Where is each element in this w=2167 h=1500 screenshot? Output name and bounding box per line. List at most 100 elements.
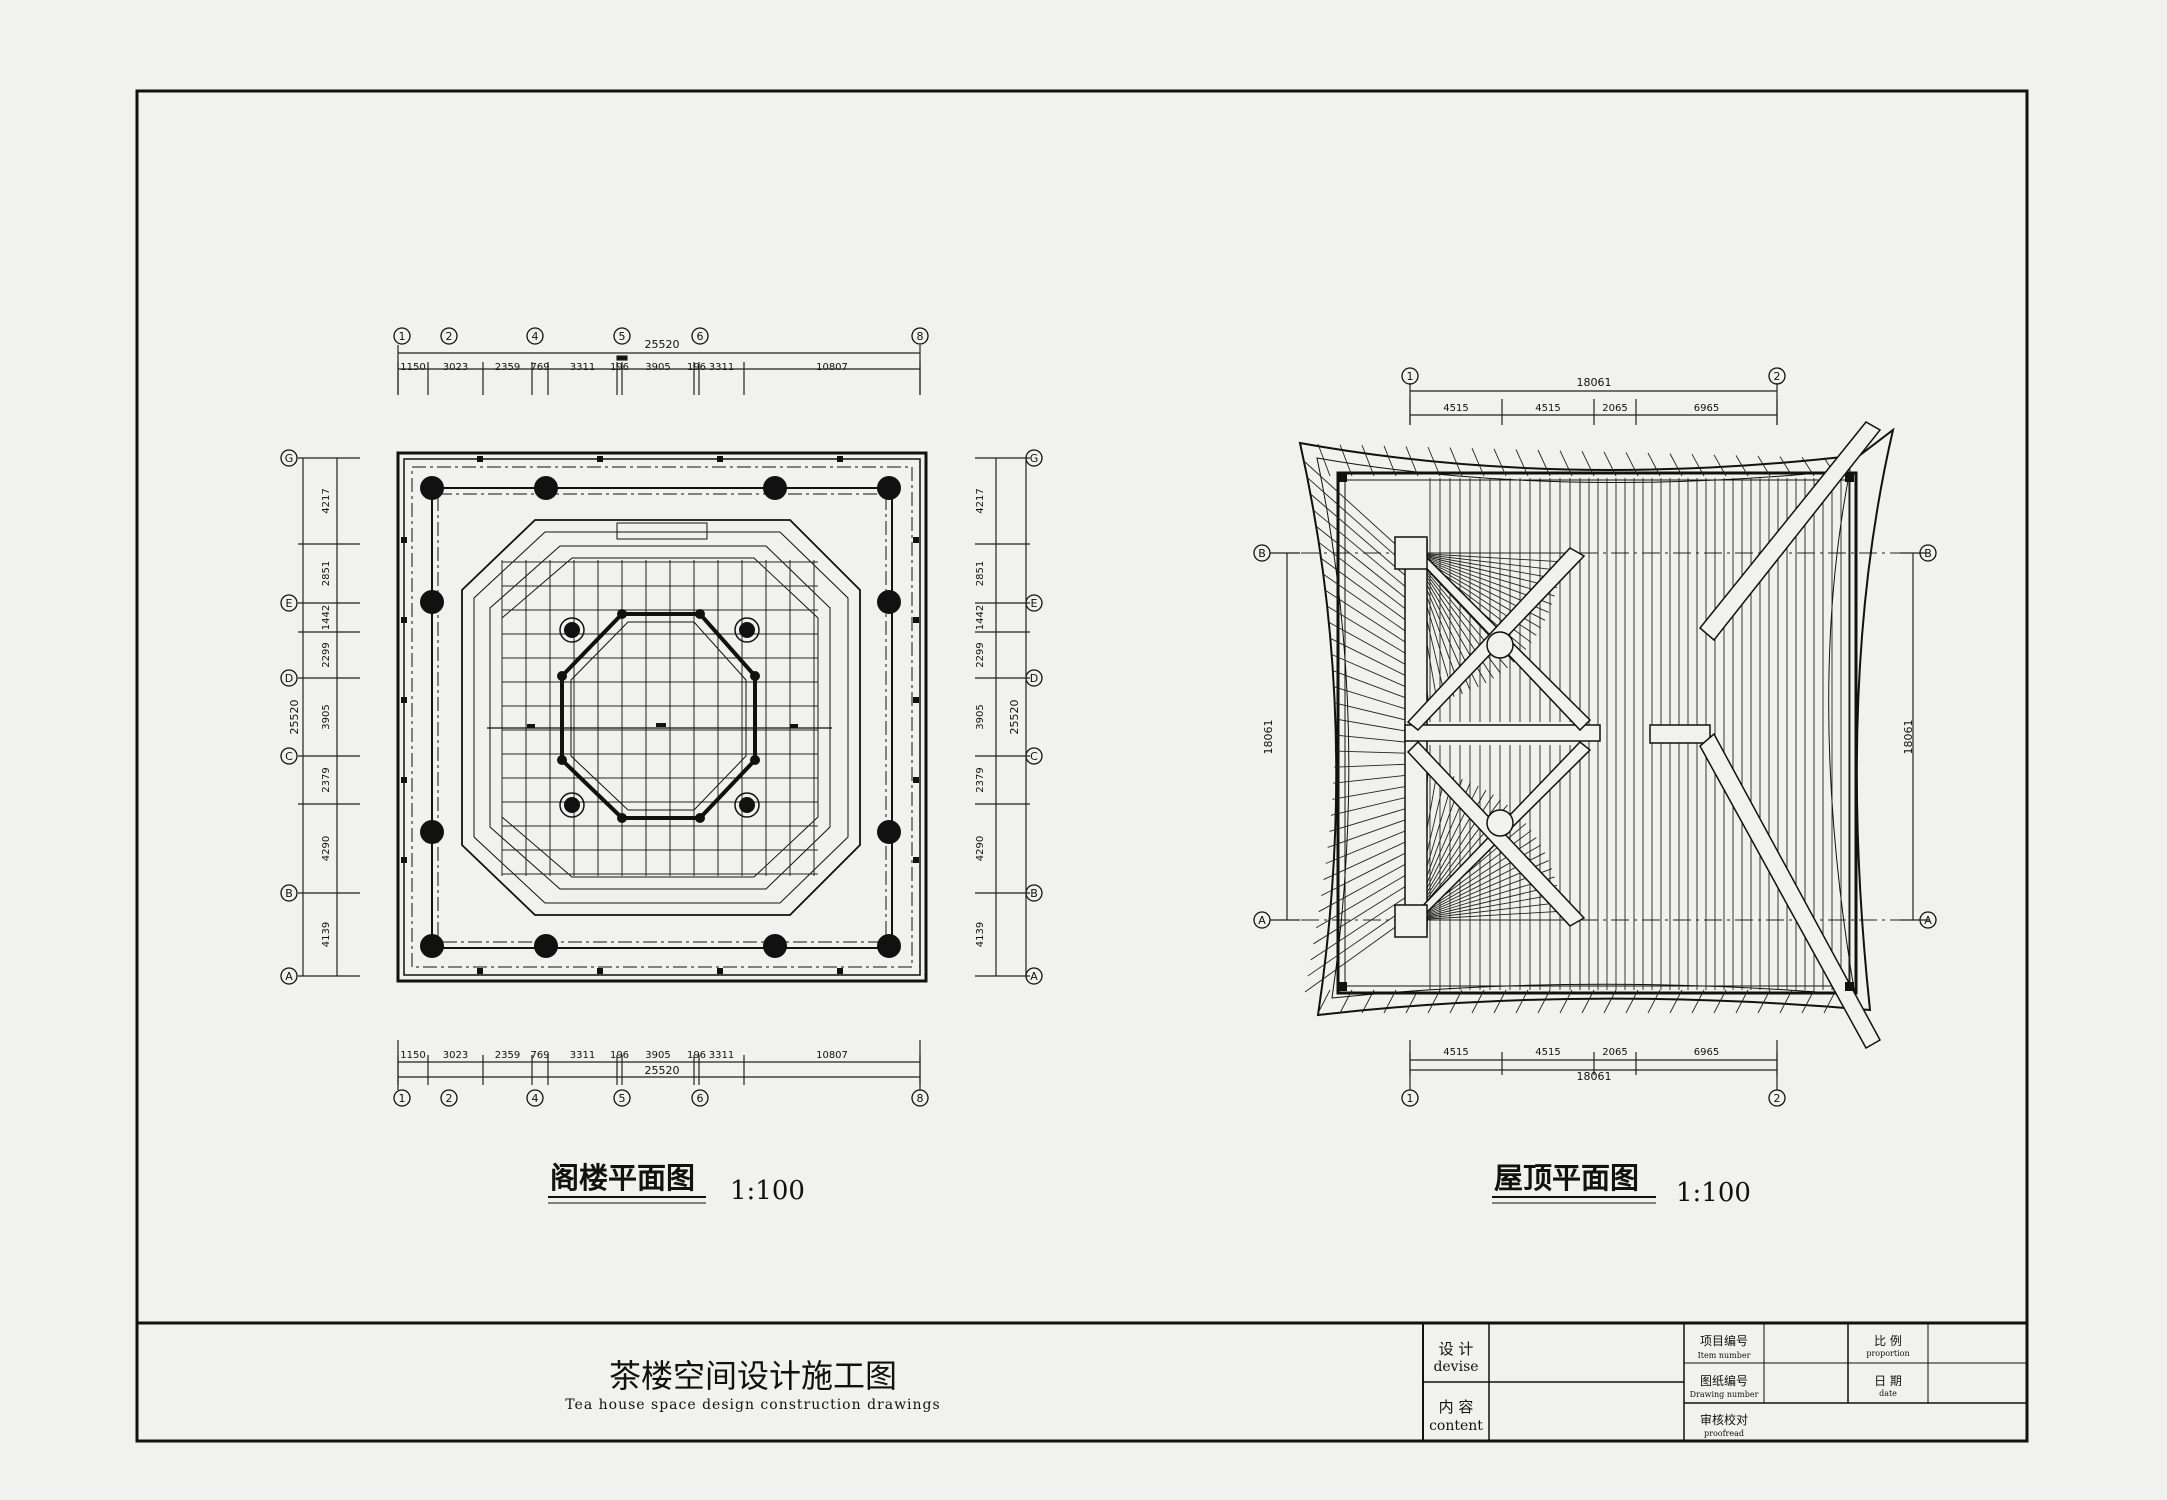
roof-dim-bottom: 4515 [1443,1047,1468,1058]
svg-text:D: D [285,672,293,685]
roof-eave-outline [1298,427,1895,1017]
attic-dim-right: 3905 [975,704,986,729]
attic-total-width-bottom: 25520 [645,1064,680,1077]
attic-axis-col-bottom: 8 [911,1089,929,1107]
svg-text:1: 1 [1407,1092,1414,1105]
proofread-label-en: proofread [1704,1429,1744,1438]
roof-dim-top: 4515 [1535,403,1560,414]
svg-text:G: G [285,452,294,465]
attic-dim-bottom: 2359 [495,1050,520,1061]
attic-axis-col-bottom: 4 [526,1089,544,1107]
attic-wall-post [913,697,919,703]
attic-column-ring [559,792,585,818]
project-title-cn: 茶楼空间设计施工图 [609,1357,897,1395]
sheet-border [135,89,2029,1443]
attic-column [877,820,901,844]
svg-text:2: 2 [1774,370,1781,383]
attic-octagon-node [695,609,705,619]
attic-dim-left: 1442 [321,605,332,630]
svg-text:2: 2 [1774,1092,1781,1105]
attic-axis-col-top: 4 [526,327,544,345]
roof-plan-scale: 1:100 [1676,1178,1751,1208]
attic-wall-post [401,857,407,863]
roof-axis-col-bottom: 1 [1401,1089,1419,1107]
attic-dim-top: 1150 [400,362,425,373]
attic-dim-right: 4290 [975,836,986,861]
attic-axis-col-top: 2 [440,327,458,345]
attic-dim-top: 3311 [709,362,734,373]
roof-axis-col-top: 1 [1401,367,1419,385]
attic-dim-right: 1442 [975,605,986,630]
attic-total-width-top: 25520 [645,338,680,351]
roof-plan-title: 屋顶平面图 [1494,1161,1639,1195]
design-label-en: devise [1433,1359,1478,1375]
roof-eave-markers [1338,473,1854,991]
attic-column-ring [559,617,585,643]
attic-axis-col-top: 8 [911,327,929,345]
attic-ceiling-grid [501,560,818,876]
attic-plan-scale: 1:100 [730,1176,805,1206]
attic-octagon-node [750,671,760,681]
svg-text:1: 1 [1407,370,1414,383]
attic-dim-left: 4139 [321,922,332,947]
roof-total-width-bottom: 18061 [1577,1070,1612,1083]
attic-bottom-dimensions [397,1040,921,1090]
attic-dim-left: 3905 [321,704,332,729]
attic-plan-title: 阁楼平面图 [550,1161,695,1195]
project-title-en: Tea house space design construction draw… [565,1397,940,1413]
attic-axis-col-bottom: 2 [440,1089,458,1107]
attic-dim-top: 3023 [443,362,468,373]
attic-total-height-right: 25520 [1008,700,1021,735]
attic-dim-right: 2299 [975,642,986,667]
attic-column-ring [734,792,760,818]
svg-text:4: 4 [532,330,539,343]
attic-column [564,797,580,813]
roof-dim-bottom: 4515 [1535,1047,1560,1058]
attic-column [877,476,901,500]
svg-text:1: 1 [399,330,406,343]
attic-wall-post [401,697,407,703]
attic-column [534,934,558,958]
attic-dim-top: 2359 [495,362,520,373]
attic-column [534,476,558,500]
roof-total-width-top: 18061 [1577,376,1612,389]
attic-octagon-node [617,609,627,619]
attic-total-height-left: 25520 [288,700,301,735]
attic-axis-col-bottom: 5 [613,1089,631,1107]
attic-wall-post [477,456,483,462]
svg-text:A: A [1258,914,1266,927]
roof-ridge-frame [1336,471,1858,995]
attic-column [564,622,580,638]
attic-wall-post [913,777,919,783]
attic-wall-post [913,617,919,623]
attic-octagon-nodes [557,609,760,823]
roof-dim-top: 4515 [1443,403,1468,414]
roof-ridges [1394,421,1882,1050]
svg-text:1: 1 [399,1092,406,1105]
attic-column [420,820,444,844]
attic-column [877,590,901,614]
attic-top-dimensions [397,345,921,395]
attic-dim-right: 2851 [975,561,986,586]
svg-text:2: 2 [446,1092,453,1105]
attic-axis-col-bottom: 6 [691,1089,709,1107]
item-number-label-en: Item number [1698,1351,1751,1360]
attic-wall-post [717,968,723,974]
attic-wall-post [837,456,843,462]
proportion-label-cn: 比 例 [1874,1334,1902,1348]
proofread-label-cn: 审核校对 [1700,1412,1748,1427]
attic-axis-row-left: A [280,967,298,985]
attic-wall-post [401,617,407,623]
attic-wall-post [597,456,603,462]
content-label-en: content [1429,1418,1483,1434]
roof-dim-top: 2065 [1602,403,1627,414]
proportion-label-en: proportion [1866,1349,1909,1358]
attic-octagon-node [750,755,760,765]
roof-total-height-right: 18061 [1902,720,1915,755]
roof-top-dimensions [1409,383,1778,425]
attic-dim-bottom: 3023 [443,1050,468,1061]
attic-dim-left: 4217 [321,488,332,513]
svg-text:5: 5 [619,1092,626,1105]
attic-dim-right: 4139 [975,922,986,947]
